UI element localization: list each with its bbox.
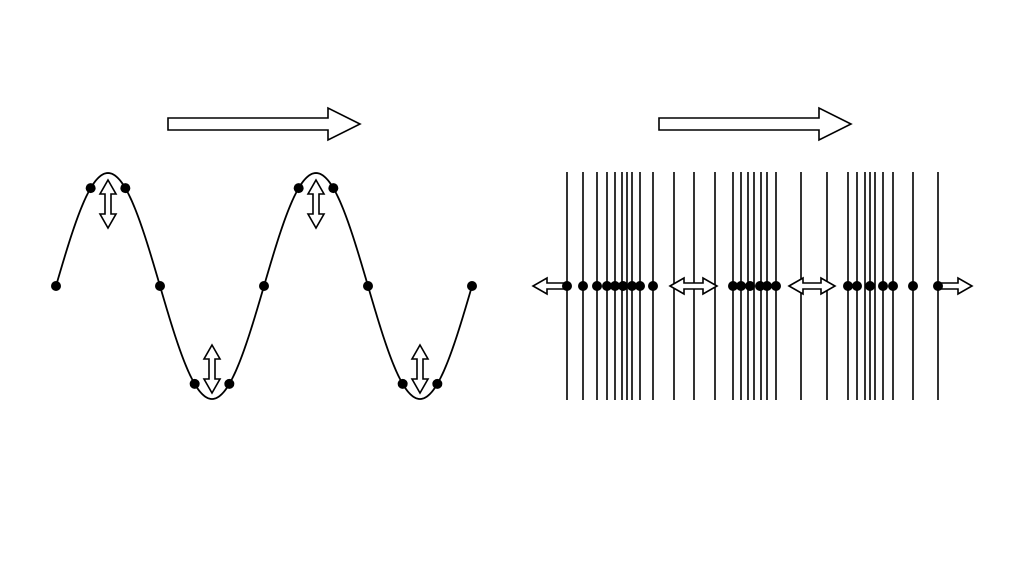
vertical-double-arrow-icon <box>202 343 222 395</box>
propagation-arrow-icon <box>167 106 362 142</box>
particle-dot <box>852 281 862 291</box>
particle-dot <box>762 281 772 291</box>
particle-dot <box>755 281 765 291</box>
particle-dot <box>363 281 373 291</box>
particle-dot <box>618 281 628 291</box>
particle-dot <box>224 378 235 389</box>
vertical-double-arrow-icon <box>98 178 118 230</box>
particle-dot <box>155 281 165 291</box>
particle-dot <box>328 183 339 194</box>
particle-dot <box>432 378 443 389</box>
vertical-double-arrow-icon <box>410 343 430 395</box>
particle-dot <box>189 378 200 389</box>
particle-dot <box>736 281 746 291</box>
particle-dot <box>85 183 96 194</box>
particle-dot <box>610 281 620 291</box>
particle-dot <box>745 281 755 291</box>
particle-dot <box>259 281 269 291</box>
particle-dot <box>843 281 853 291</box>
particle-dot <box>602 281 612 291</box>
particle-dot <box>467 281 477 291</box>
particle-dot <box>120 183 131 194</box>
particle-dot <box>648 281 658 291</box>
longitudinal-wave-panel <box>531 106 974 400</box>
particle-dot <box>878 281 888 291</box>
horizontal-arrow-icon <box>531 276 568 296</box>
particle-dot <box>293 183 304 194</box>
particle-dot <box>51 281 61 291</box>
particle-dot <box>635 281 645 291</box>
transverse-wave-panel <box>51 106 477 400</box>
particle-dot <box>397 378 408 389</box>
particle-dot <box>728 281 738 291</box>
vertical-double-arrow-icon <box>306 178 326 230</box>
particle-dot <box>865 281 875 291</box>
particle-dot <box>771 281 781 291</box>
particle-dot <box>592 281 602 291</box>
particle-dot <box>888 281 898 291</box>
particle-dot <box>933 281 943 291</box>
particle-dot <box>578 281 588 291</box>
horizontal-arrow-icon <box>939 276 974 296</box>
horizontal-double-arrow-icon <box>787 276 837 296</box>
horizontal-double-arrow-icon <box>668 276 719 296</box>
particle-dot <box>627 281 637 291</box>
particle-dot <box>908 281 918 291</box>
propagation-arrow-icon <box>658 106 853 142</box>
particle-dot <box>562 281 572 291</box>
